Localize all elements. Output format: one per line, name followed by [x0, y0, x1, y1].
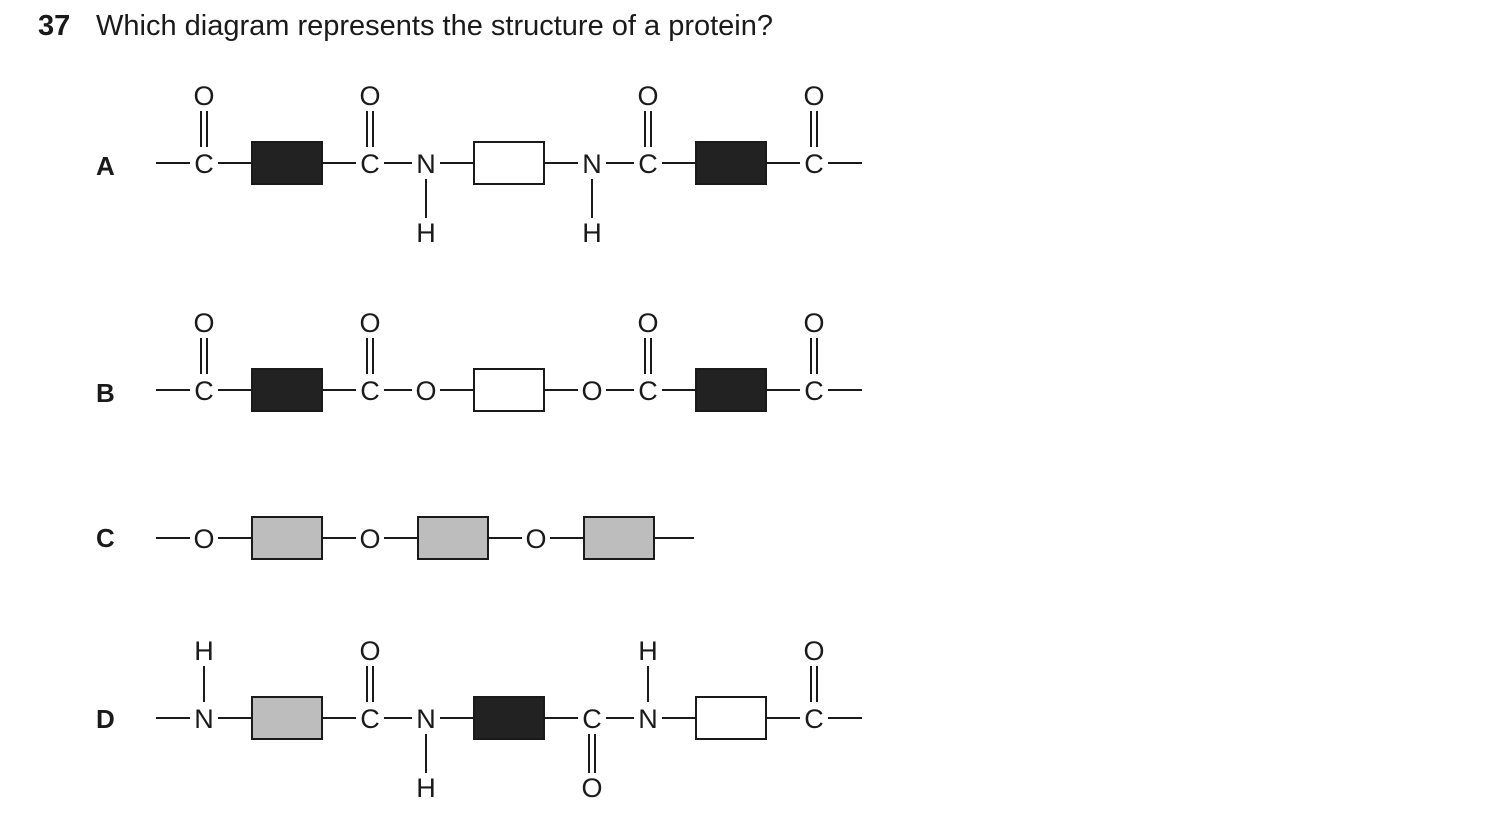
atom-o: O — [359, 636, 380, 666]
option-label-b: B — [96, 378, 115, 408]
residue-block-white — [473, 141, 545, 185]
residue-block-black — [695, 368, 767, 412]
atom-c: C — [360, 149, 380, 179]
atom-c: C — [582, 704, 602, 734]
atom-h: H — [416, 218, 436, 248]
residue-block-black — [251, 368, 323, 412]
atom-o: O — [359, 524, 380, 554]
atom-o: O — [193, 308, 214, 338]
atom-c: C — [194, 149, 214, 179]
residue-block-grey — [583, 516, 655, 560]
atom-n: N — [194, 704, 214, 734]
atom-h: H — [194, 636, 214, 666]
atom-c: C — [638, 376, 658, 406]
option-label-d: D — [96, 704, 115, 734]
atom-c: C — [360, 376, 380, 406]
question-text: Which diagram represents the structure o… — [96, 10, 773, 42]
atom-o: O — [803, 636, 824, 666]
atom-n: N — [416, 704, 436, 734]
atom-o: O — [359, 81, 380, 111]
residue-block-white — [695, 696, 767, 740]
atom-h: H — [416, 773, 436, 803]
atom-n: N — [638, 704, 658, 734]
question-heading: 37 Which diagram represents the structure… — [38, 8, 773, 44]
atom-h: H — [638, 636, 658, 666]
atom-o: O — [803, 308, 824, 338]
atom-o: O — [525, 524, 546, 554]
atom-h: H — [582, 218, 602, 248]
question-number: 37 — [38, 10, 71, 42]
residue-block-grey — [251, 696, 323, 740]
atom-c: C — [804, 376, 824, 406]
atom-o: O — [193, 81, 214, 111]
atom-n: N — [416, 149, 436, 179]
atom-o: O — [415, 376, 436, 406]
residue-block-black — [473, 696, 545, 740]
residue-block-white — [473, 368, 545, 412]
atom-c: C — [804, 704, 824, 734]
residue-block-black — [251, 141, 323, 185]
atom-o: O — [581, 376, 602, 406]
atom-o: O — [637, 308, 658, 338]
atom-c: C — [360, 704, 380, 734]
atom-c: C — [638, 149, 658, 179]
atom-n: N — [582, 149, 602, 179]
atom-o: O — [581, 773, 602, 803]
residue-block-grey — [251, 516, 323, 560]
atom-o: O — [637, 81, 658, 111]
residue-block-black — [695, 141, 767, 185]
option-label-a: A — [96, 151, 115, 181]
atom-o: O — [803, 81, 824, 111]
atom-c: C — [194, 376, 214, 406]
atom-o: O — [359, 308, 380, 338]
atom-o: O — [193, 524, 214, 554]
residue-block-grey — [417, 516, 489, 560]
option-label-c: C — [96, 523, 115, 553]
atom-c: C — [804, 149, 824, 179]
